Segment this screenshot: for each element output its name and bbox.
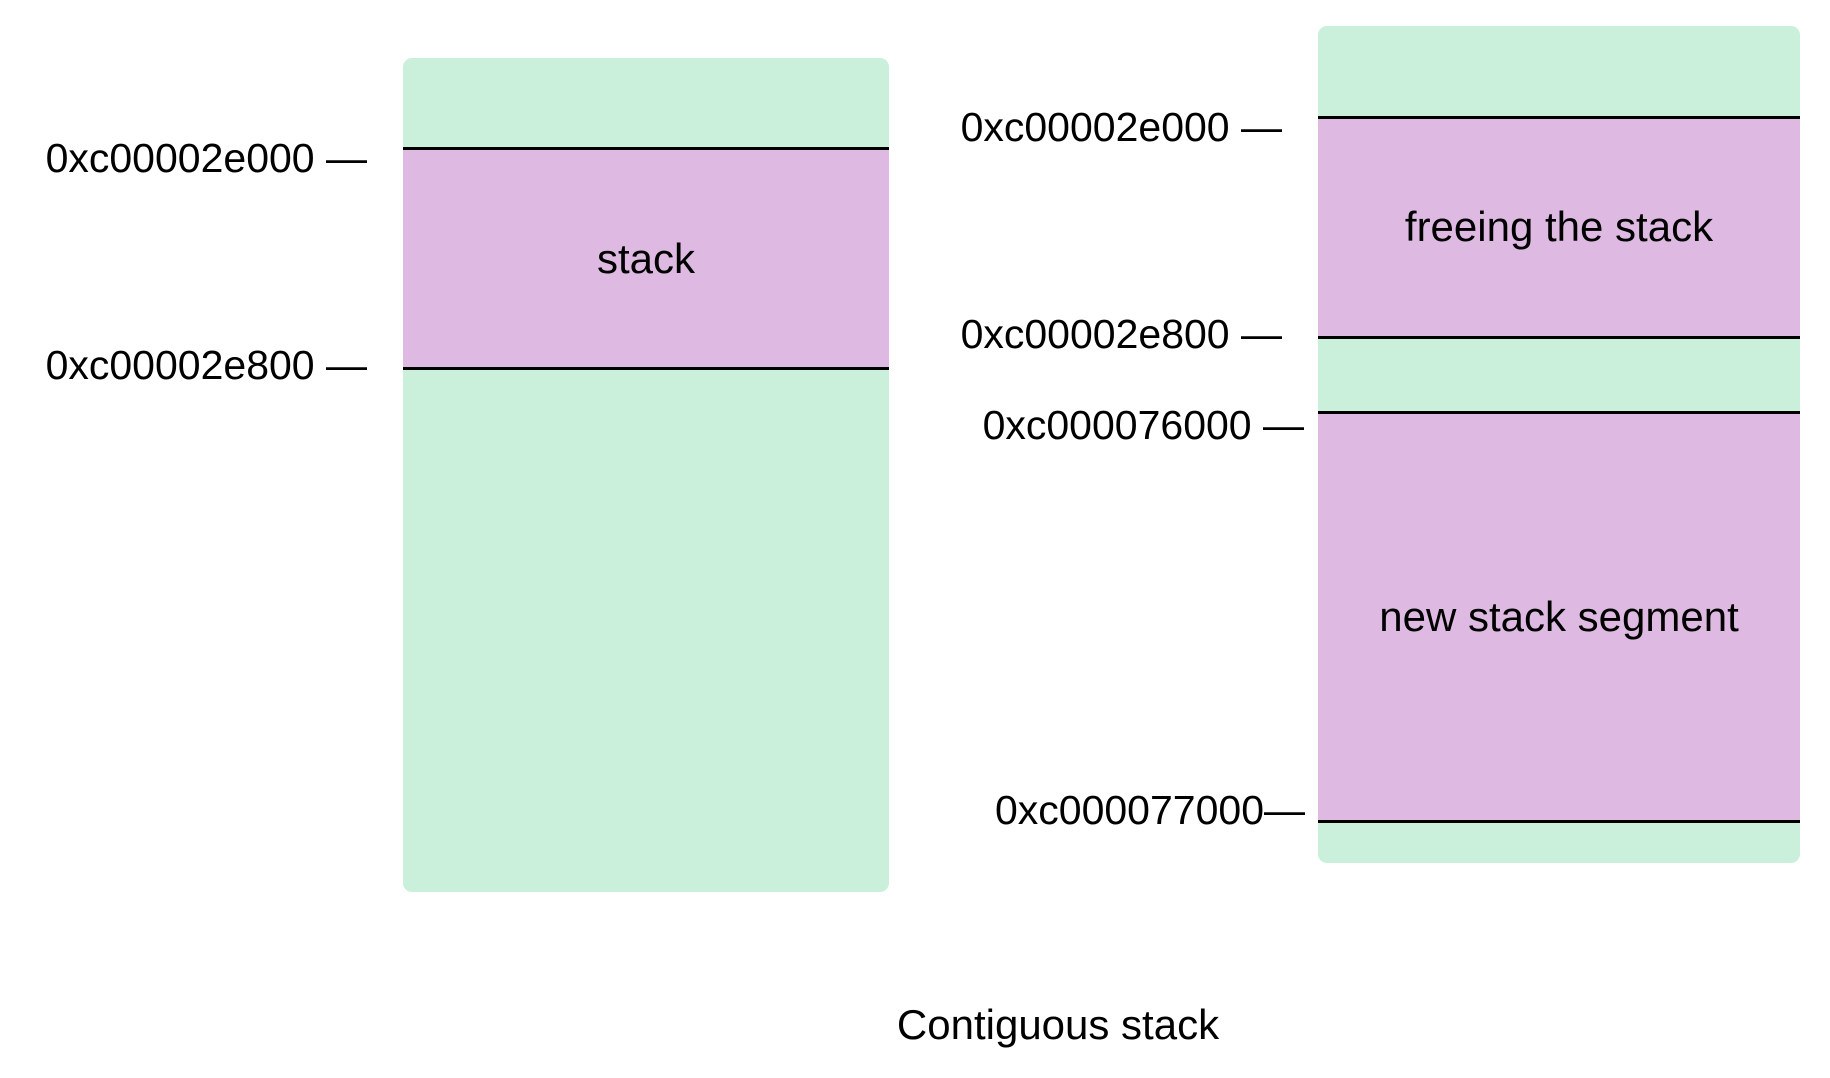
stack-segment-label: stack bbox=[596, 234, 696, 282]
address-label-right-0xc00002e000: 0xc00002e000 — bbox=[960, 104, 1282, 150]
right-memory-column: freeing the stack new stack segment bbox=[1318, 26, 1800, 863]
new-stack-segment-label: new stack segment bbox=[1379, 592, 1739, 640]
freeing-stack-segment: freeing the stack bbox=[1318, 117, 1800, 337]
address-label-left-0xc00002e800: 0xc00002e800 — bbox=[45, 342, 367, 388]
boundary-line-right-0xc00002e800 bbox=[1318, 336, 1800, 339]
stack-segment: stack bbox=[403, 149, 889, 368]
boundary-line-left-0xc00002e800 bbox=[403, 367, 889, 370]
freeing-stack-segment-label: freeing the stack bbox=[1404, 203, 1714, 250]
boundary-line-right-0xc000077000 bbox=[1318, 820, 1800, 823]
left-memory-column: stack bbox=[403, 58, 889, 892]
address-label-right-0xc000077000: 0xc000077000— bbox=[994, 787, 1305, 833]
boundary-line-right-0xc00002e000 bbox=[1318, 116, 1800, 119]
address-label-left-0xc00002e000: 0xc00002e000 — bbox=[45, 135, 367, 181]
boundary-line-right-0xc000076000 bbox=[1318, 411, 1800, 414]
address-label-right-0xc000076000: 0xc000076000 — bbox=[982, 402, 1304, 448]
boundary-line-left-0xc00002e000 bbox=[403, 147, 889, 150]
address-label-right-0xc00002e800: 0xc00002e800 — bbox=[960, 311, 1282, 357]
new-stack-segment: new stack segment bbox=[1318, 412, 1800, 821]
diagram-caption: Contiguous stack bbox=[896, 1001, 1220, 1048]
